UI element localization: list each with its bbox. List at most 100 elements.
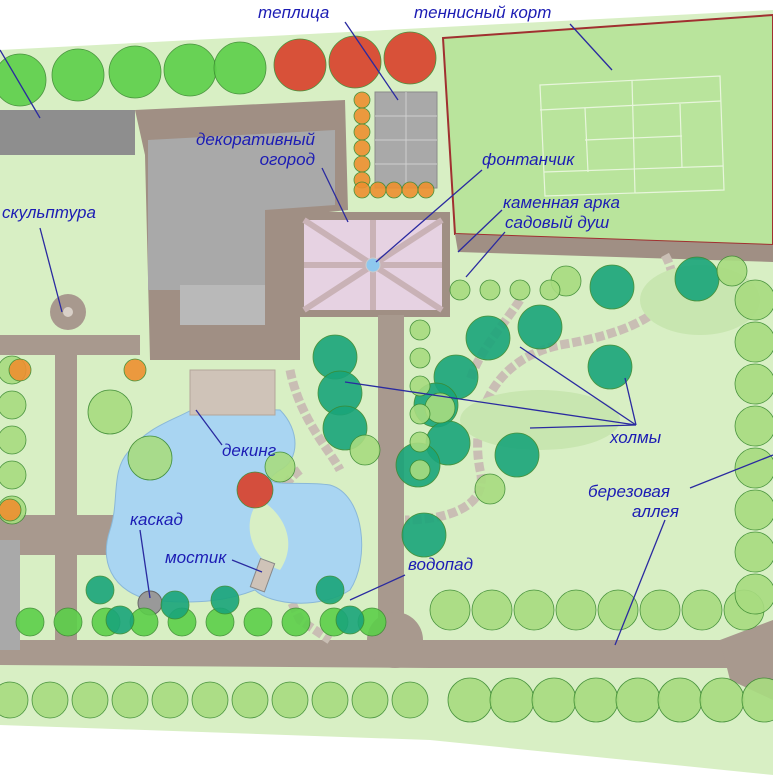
tree-icon	[353, 181, 371, 199]
tree-icon	[369, 181, 387, 199]
tree-icon	[335, 605, 365, 635]
tree-icon	[447, 677, 493, 723]
tree-icon	[589, 264, 635, 310]
tree-icon	[105, 605, 135, 635]
tree-icon	[108, 45, 162, 99]
house-annex	[180, 285, 265, 325]
fence	[0, 110, 135, 155]
tree-icon	[328, 35, 382, 89]
tree-icon	[315, 575, 345, 605]
tree-icon	[734, 363, 773, 405]
tree-icon	[513, 589, 555, 631]
tree-icon	[509, 279, 531, 301]
tree-icon	[15, 607, 45, 637]
tree-icon	[597, 589, 639, 631]
label-birch-alley-line1: березовая	[588, 482, 670, 501]
tree-icon	[0, 460, 27, 490]
tree-icon	[311, 681, 349, 719]
tennis-court	[441, 13, 773, 247]
tree-icon	[0, 390, 27, 420]
tree-icon	[31, 681, 69, 719]
label-bridge: мостик	[165, 548, 227, 567]
decking-area	[189, 369, 276, 416]
tree-icon	[191, 681, 229, 719]
tree-icon	[0, 53, 47, 107]
tree-icon	[281, 607, 311, 637]
tree-icon	[401, 512, 447, 558]
leader-lines	[0, 21, 773, 646]
label-tennis-court: теннисный корт	[414, 3, 551, 22]
tree-icon	[383, 31, 437, 85]
tree-icon	[471, 589, 513, 631]
tree-icon	[409, 347, 431, 369]
tree-icon	[734, 279, 773, 321]
tree-icon	[409, 403, 431, 425]
label-waterfall: водопад	[408, 555, 473, 574]
label-cascade: каскад	[130, 510, 183, 529]
tree-icon	[353, 107, 371, 125]
tree-icon	[85, 575, 115, 605]
trees	[0, 31, 773, 723]
tree-icon	[71, 681, 109, 719]
decorative-garden-courtyard	[298, 212, 450, 317]
tree-icon	[264, 451, 296, 483]
label-greenhouse: теплица	[258, 3, 329, 22]
tree-icon	[734, 321, 773, 363]
tree-icon	[615, 677, 661, 723]
tree-icon	[111, 681, 149, 719]
tree-icon	[409, 319, 431, 341]
tree-icon	[734, 573, 773, 615]
tree-icon	[699, 677, 745, 723]
tree-icon	[681, 589, 723, 631]
tree-icon	[531, 677, 577, 723]
tree-icon	[449, 279, 471, 301]
tree-icon	[417, 181, 435, 199]
label-hills: холмы	[609, 428, 662, 447]
tree-icon	[657, 677, 703, 723]
tree-icon	[210, 585, 240, 615]
tree-icon	[163, 43, 217, 97]
tree-icon	[409, 459, 431, 481]
bridge-icon	[249, 557, 276, 593]
tree-icon	[243, 607, 273, 637]
tree-icon	[409, 431, 431, 453]
tree-icon	[734, 489, 773, 531]
label-birch-alley-line2: аллея	[632, 502, 679, 521]
tree-icon	[123, 358, 147, 382]
tree-icon	[349, 434, 381, 466]
stone-path	[455, 234, 773, 262]
tree-icon	[587, 344, 633, 390]
tree-icon	[0, 681, 29, 719]
label-decking: декинг	[222, 441, 276, 460]
tree-icon	[353, 139, 371, 157]
tree-icon	[716, 255, 748, 287]
tree-icon	[385, 181, 403, 199]
label-sculpture: скульптура	[2, 203, 96, 222]
tree-icon	[353, 155, 371, 173]
greenhouse	[374, 91, 438, 189]
tree-icon	[127, 435, 173, 481]
tree-icon	[674, 256, 720, 302]
tree-icon	[231, 681, 269, 719]
tree-icon	[741, 677, 773, 723]
label-stone-arch: каменная арка	[503, 193, 620, 212]
tree-icon	[401, 181, 419, 199]
tree-icon	[51, 48, 105, 102]
label-decorative-garden-line2: огород	[260, 150, 315, 169]
tree-icon	[271, 681, 309, 719]
tree-icon	[734, 531, 773, 573]
tree-icon	[87, 389, 133, 435]
tree-icon	[734, 405, 773, 447]
tree-icon	[8, 358, 32, 382]
tree-icon	[353, 91, 371, 109]
tree-icon	[151, 681, 189, 719]
tree-icon	[160, 590, 190, 620]
tree-icon	[474, 473, 506, 505]
house	[148, 130, 335, 290]
tree-icon	[236, 471, 274, 509]
tree-icon	[465, 315, 511, 361]
tree-icon	[517, 304, 563, 350]
label-decorative-garden-line1: декоративный	[196, 130, 316, 149]
tree-icon	[351, 681, 389, 719]
tree-icon	[273, 38, 327, 92]
